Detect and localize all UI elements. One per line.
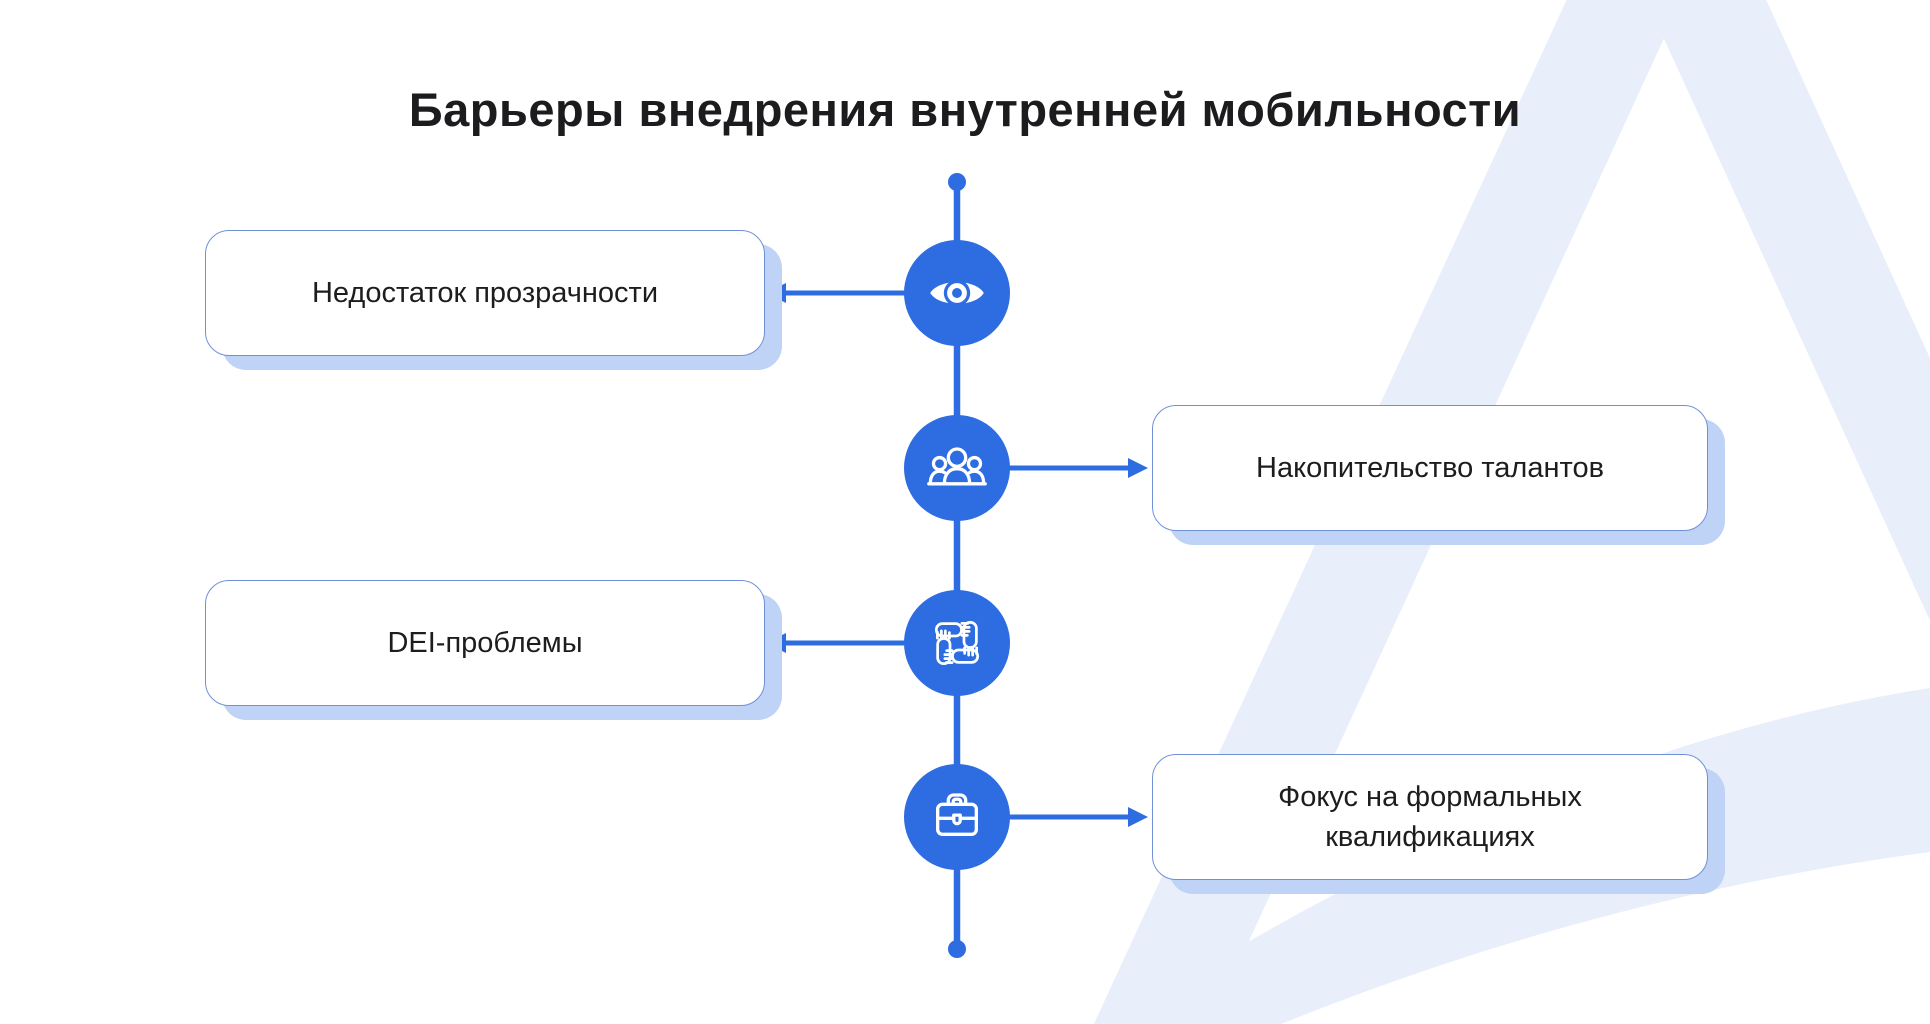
eye-icon (930, 279, 984, 307)
barrier-label: Накопительство талантов (1256, 451, 1604, 484)
watermark-right-leg (1646, 0, 1930, 621)
spine-top-dot (948, 173, 966, 191)
arrowhead-left-1 (766, 283, 786, 303)
barrier-label: DEI-проблемы (387, 626, 583, 659)
timeline-node-2 (904, 415, 1010, 521)
barrier-box-formal-qualifications: Фокус на формальных квалификациях (1152, 754, 1708, 880)
barrier-label: Фокус на формальных квалификациях (1278, 780, 1582, 853)
briefcase-icon (936, 793, 978, 836)
barrier-label: Недостаток прозрачности (311, 276, 659, 309)
timeline-node-3 (904, 590, 1010, 696)
timeline-node-1 (904, 240, 1010, 346)
hands-together-icon (934, 620, 980, 666)
barrier-box-transparency: Недостаток прозрачности (205, 230, 765, 356)
barrier-box-dei: DEI-проблемы (205, 580, 765, 706)
timeline-node-4 (904, 764, 1010, 870)
spine-bottom-dot (948, 940, 966, 958)
arrowhead-right-2 (1128, 458, 1148, 478)
page-title: Барьеры внедрения внутренней мобильности (408, 83, 1522, 136)
people-group-icon (927, 447, 987, 486)
arrowhead-right-4 (1128, 807, 1148, 827)
barrier-box-talent-hoarding: Накопительство талантов (1152, 405, 1708, 531)
arrowhead-left-3 (766, 633, 786, 653)
